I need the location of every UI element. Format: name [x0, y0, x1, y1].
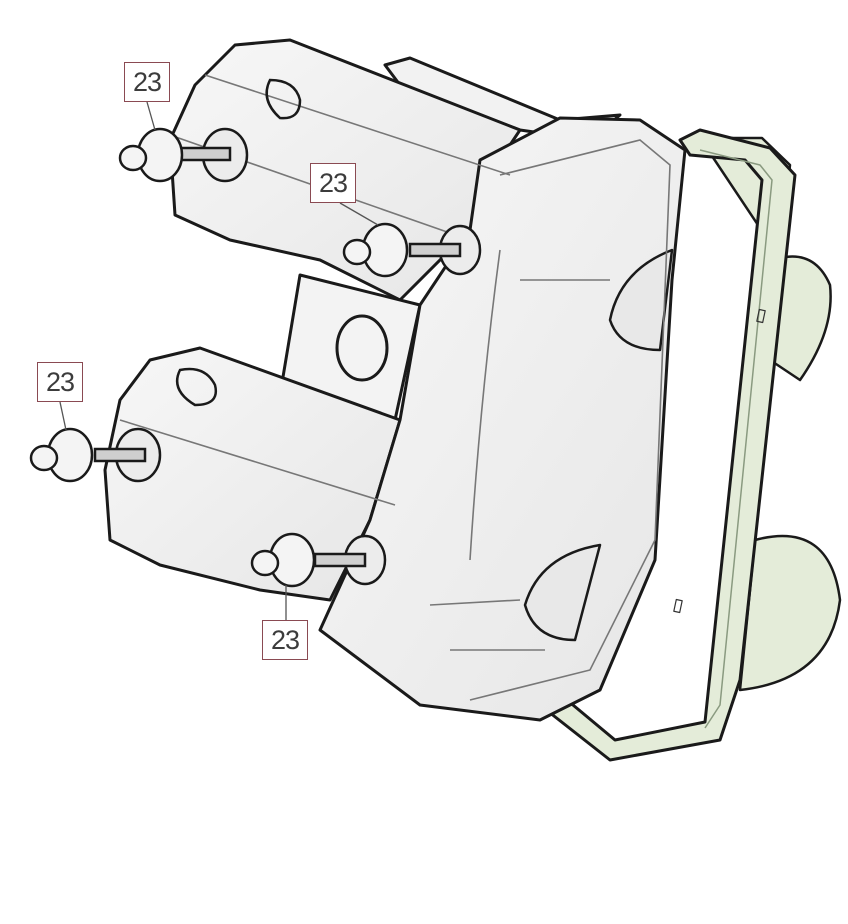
bolt-bottom-right — [250, 532, 387, 588]
gasket — [538, 128, 842, 762]
callout-label: 23 — [270, 624, 300, 655]
callout-label: 23 — [318, 167, 348, 198]
bolt-top-left — [118, 127, 249, 183]
callout-bolt-bottom-right: 23 — [262, 620, 308, 660]
valve-cover-body — [103, 38, 687, 722]
callout-label: 23 — [45, 366, 75, 397]
callout-label: 23 — [132, 66, 162, 97]
callout-bolt-top-right: 23 — [310, 163, 356, 203]
bolt-top-right — [342, 222, 482, 278]
callout-bolt-bottom-left: 23 — [37, 362, 83, 402]
callout-leaders — [59, 101, 379, 620]
bolt-bottom-left — [29, 427, 162, 483]
callout-bolt-top-left: 23 — [124, 62, 170, 102]
